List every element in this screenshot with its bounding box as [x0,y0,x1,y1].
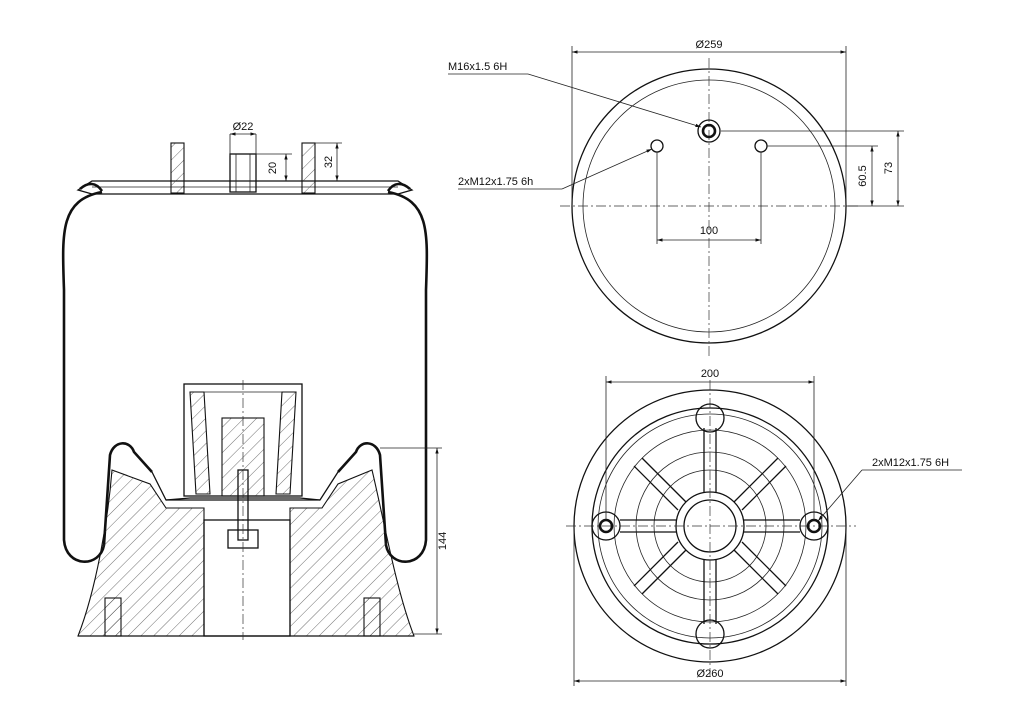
dim-stud-20: 20 [267,162,279,174]
dim-hole-spacing: 100 [700,225,718,237]
center-thread-hole [697,119,721,143]
bottom-view: 200 2xM12x1.75 6H Ø260 [566,368,962,686]
dim-stud-diameter: Ø22 [233,121,254,133]
boss-bottom [695,619,725,649]
top-view: Ø259 M16x1.5 6H 2xM12x1.75 6h 100 60.5 7… [448,39,904,356]
piston-body [77,469,205,637]
side-view: Ø22 20 32 144 [61,121,449,640]
right-stud [301,142,316,194]
left-thread-hole [650,139,664,153]
rubber-bellows [61,190,429,563]
label-center-thread: M16x1.5 6H [448,61,507,73]
dim-stud-32: 32 [323,156,335,168]
right-thread-hole [754,139,768,153]
dim-top-diameter: Ø259 [696,39,723,51]
dim-offset-73: 73 [883,162,895,174]
dim-height-144: 144 [437,532,449,550]
piston-cavity [203,519,291,637]
label-bottom-threads: 2xM12x1.75 6H [872,457,949,469]
boss-top [695,403,725,433]
label-side-threads: 2xM12x1.75 6h [458,176,533,188]
dim-bottom-diameter: Ø260 [697,668,724,680]
dim-bolt-spacing: 200 [701,368,719,380]
left-stud [170,142,185,194]
center-air-fitting [229,153,257,193]
piston-cup [151,471,339,501]
piston-ribs [620,428,800,624]
dim-offset-60-5: 60.5 [857,165,869,186]
